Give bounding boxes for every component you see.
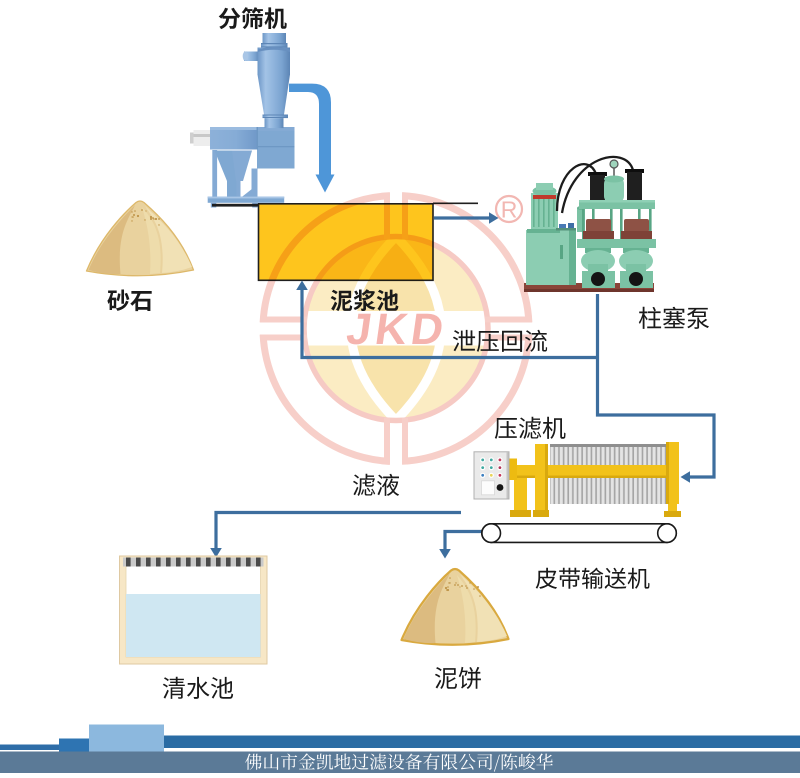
svg-text:JKD: JKD: [344, 305, 451, 354]
svg-text:R: R: [501, 197, 518, 223]
